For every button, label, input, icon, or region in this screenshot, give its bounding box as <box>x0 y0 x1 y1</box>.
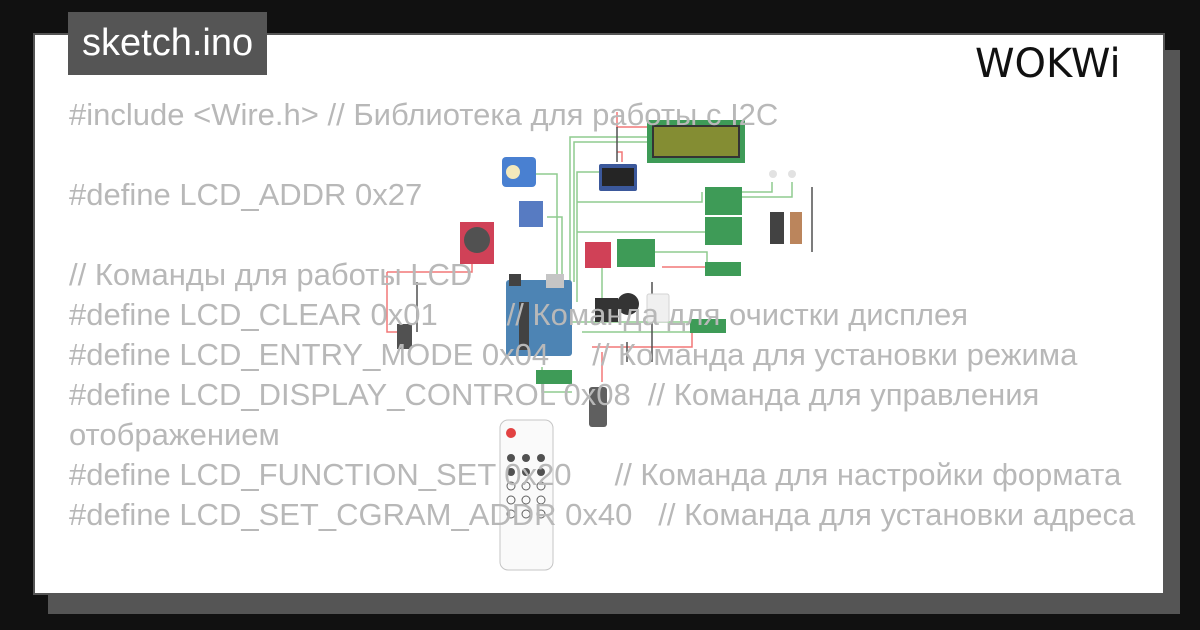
code-line: #define LCD_SET_CGRAM_ADDR 0x40 // Коман… <box>69 497 1136 532</box>
oled-display <box>602 168 634 186</box>
mpu6050 <box>519 201 543 227</box>
wokwi-logo: WOKWi <box>975 41 1121 87</box>
hp203b <box>690 319 726 333</box>
resistors <box>790 212 802 244</box>
ir-receiver <box>595 298 618 322</box>
sd-card <box>585 242 611 268</box>
remote-number-buttons <box>506 481 546 519</box>
leds-bar <box>770 212 784 244</box>
code-line: #define LCD_ADDR 0x27 <box>69 177 423 212</box>
buzzer <box>617 293 639 315</box>
code-line: #include <Wire.h> // Библиотека для рабо… <box>69 97 779 132</box>
joystick-knob <box>464 227 490 253</box>
code-line: #define LCD_DISPLAY_CONTROL 0x08 // Кома… <box>69 377 1048 452</box>
remote-buttons <box>507 454 545 476</box>
dht22 <box>646 293 670 323</box>
wokwi-logo-text: WOKWi <box>975 41 1121 87</box>
remote-power-button <box>506 428 516 438</box>
arduino-usb <box>546 274 564 288</box>
breakout <box>617 239 655 267</box>
arduino-power-jack <box>509 274 521 286</box>
code-line: // Команды для работы LCD <box>69 257 473 292</box>
led <box>769 170 777 178</box>
pca9685-2 <box>705 217 742 245</box>
lcd-screen <box>652 125 740 158</box>
file-title: sketch.ino <box>68 12 268 75</box>
rtc-battery <box>506 165 520 179</box>
arduino-chip <box>519 302 529 350</box>
code-line <box>69 135 1139 175</box>
bmp180 <box>705 262 741 276</box>
slide-potentiometer <box>397 324 412 349</box>
led <box>788 170 796 178</box>
hcsr05 <box>536 370 572 384</box>
preview-card: #include <Wire.h> // Библиотека для рабо… <box>33 33 1165 595</box>
code-line: #define LCD_ENTRY_MODE 0x04 // Команда д… <box>69 337 1078 372</box>
code-line: #define LCD_CLEAR 0x01 // Команда для оч… <box>69 297 969 332</box>
servo <box>589 387 607 427</box>
code-line: #define LCD_FUNCTION_SET 0x20 // Команда… <box>69 457 1122 492</box>
code-line <box>69 215 1139 255</box>
circuit-diagram <box>386 112 813 571</box>
pca9685-1 <box>705 187 742 215</box>
code-preview: #include <Wire.h> // Библиотека для рабо… <box>69 95 1139 535</box>
